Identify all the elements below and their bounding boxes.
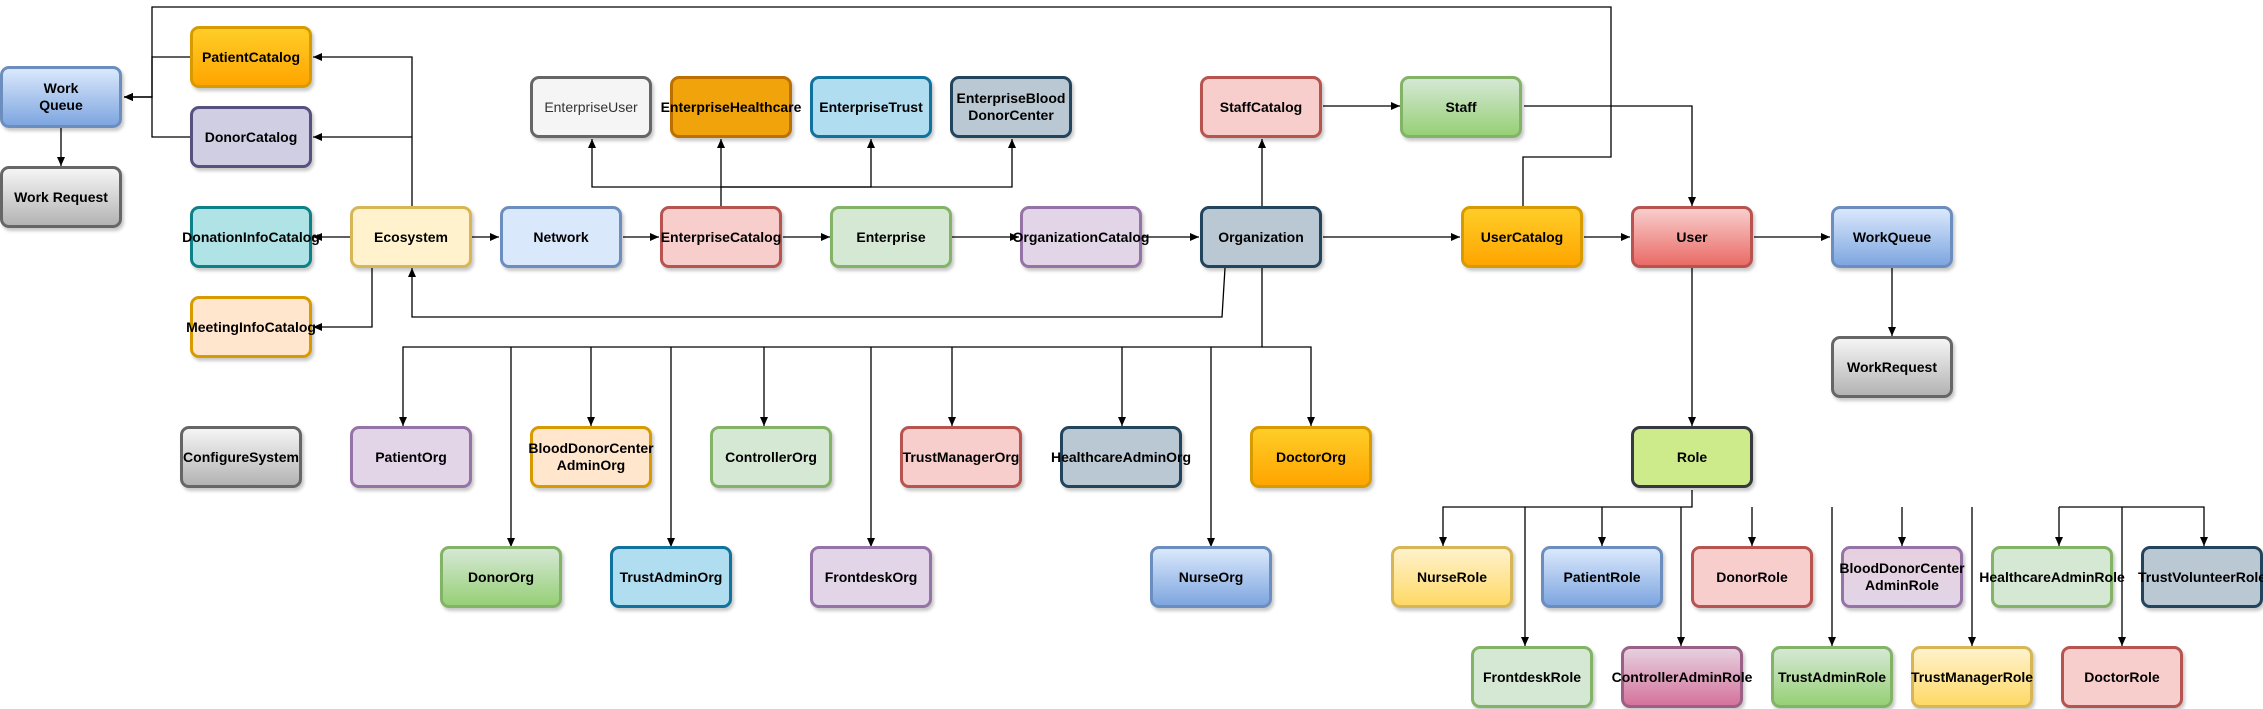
enterprise-node[interactable]: Enterprise: [830, 206, 952, 268]
network-node[interactable]: Network: [500, 206, 622, 268]
user-node[interactable]: User: [1631, 206, 1753, 268]
enterprise-user-node[interactable]: EnterpriseUser: [530, 76, 652, 138]
edge-ecosystem-meetinginfo: [313, 268, 373, 331]
edge-ecosystem-patientcatalog: [313, 53, 413, 207]
ecosystem-node[interactable]: Ecosystem: [350, 206, 472, 268]
doctor-org-node[interactable]: DoctorOrg: [1250, 426, 1372, 488]
edge-staff-user: [1524, 105, 1696, 206]
frontdesk-org-node[interactable]: FrontdeskOrg: [810, 546, 932, 608]
staff-catalog-node[interactable]: StaffCatalog: [1200, 76, 1322, 138]
nurse-org-node[interactable]: NurseOrg: [1150, 546, 1272, 608]
donor-role-node[interactable]: DonorRole: [1691, 546, 1813, 608]
blood-donor-center-admin-role-node[interactable]: BloodDonorCenter AdminRole: [1839, 546, 1965, 608]
edge-org-patientorg: [399, 268, 1263, 426]
trust-manager-org-node[interactable]: TrustManagerOrg: [900, 426, 1022, 488]
edge-role-nurserole: [1439, 490, 1693, 546]
edge-ec-user: [588, 139, 721, 188]
doctor-role-node[interactable]: DoctorRole: [2061, 646, 2183, 708]
trust-volunteer-role-node[interactable]: TrustVolunteerRole: [2138, 546, 2263, 608]
trust-manager-role-node[interactable]: TrustManagerRole: [1911, 646, 2033, 708]
enterprise-healthcare-node[interactable]: EnterpriseHealthcare: [661, 76, 801, 138]
edge-ec-blood: [721, 139, 1016, 188]
enterprise-trust-node[interactable]: EnterpriseTrust: [810, 76, 932, 138]
trust-admin-role-node[interactable]: TrustAdminRole: [1771, 646, 1893, 708]
organization-node[interactable]: Organization: [1200, 206, 1322, 268]
work-request-node[interactable]: WorkRequest: [1831, 336, 1953, 398]
healthcare-admin-role-node[interactable]: HealthcareAdminRole: [1979, 546, 2125, 608]
configure-system-node[interactable]: ConfigureSystem: [180, 426, 302, 488]
trust-admin-org-node[interactable]: TrustAdminOrg: [610, 546, 732, 608]
donor-catalog-node[interactable]: DonorCatalog: [190, 106, 312, 168]
enterprise-blood-donor-center-node[interactable]: EnterpriseBlood DonorCenter: [950, 76, 1072, 138]
edge-org-ecosystem: [408, 267, 1226, 318]
work-queue-top-node[interactable]: Work Queue: [0, 66, 122, 128]
blood-donor-center-admin-org-node[interactable]: BloodDonorCenter AdminOrg: [528, 426, 654, 488]
user-catalog-node[interactable]: UserCatalog: [1461, 206, 1583, 268]
organization-catalog-node[interactable]: OrganizationCatalog: [1013, 206, 1149, 268]
edge-donorcatalog-workqueue: [124, 93, 190, 138]
work-queue-node[interactable]: WorkQueue: [1831, 206, 1953, 268]
controller-org-node[interactable]: ControllerOrg: [710, 426, 832, 488]
edge-ec-trust: [721, 139, 875, 188]
work-request-top-node[interactable]: Work Request: [0, 166, 122, 228]
staff-node[interactable]: Staff: [1400, 76, 1522, 138]
patient-role-node[interactable]: PatientRole: [1541, 546, 1663, 608]
patient-catalog-node[interactable]: PatientCatalog: [190, 26, 312, 88]
frontdesk-role-node[interactable]: FrontdeskRole: [1471, 646, 1593, 708]
edge-patientcatalog-workqueue: [124, 56, 190, 101]
nurse-role-node[interactable]: NurseRole: [1391, 546, 1513, 608]
enterprise-catalog-node[interactable]: EnterpriseCatalog: [660, 206, 782, 268]
role-node[interactable]: Role: [1631, 426, 1753, 488]
meeting-info-catalog-node[interactable]: MeetingInfoCatalog: [186, 296, 316, 358]
donation-info-catalog-node[interactable]: DonationInfoCatalog: [182, 206, 320, 268]
donor-org-node[interactable]: DonorOrg: [440, 546, 562, 608]
patient-org-node[interactable]: PatientOrg: [350, 426, 472, 488]
controller-admin-role-node[interactable]: ControllerAdminRole: [1612, 646, 1752, 708]
healthcare-admin-org-node[interactable]: HealthcareAdminOrg: [1051, 426, 1191, 488]
edge-org-doctororg: [1262, 346, 1315, 426]
edge-role-trustvolunteerrole: [2059, 506, 2208, 546]
edge-usercatalog-workqueue: [124, 6, 1612, 206]
